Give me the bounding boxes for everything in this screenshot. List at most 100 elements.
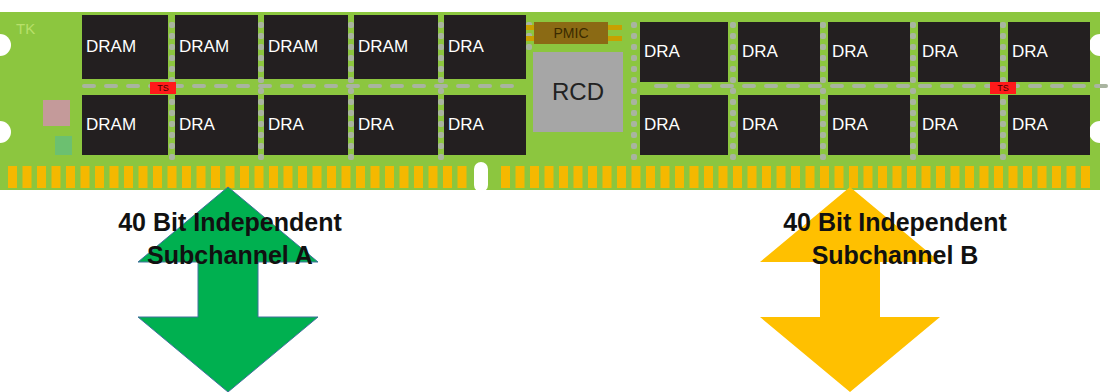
passive-dot [500, 84, 514, 88]
passive-dot [820, 154, 826, 160]
passive-dot [526, 44, 532, 50]
passive-dot [910, 154, 916, 160]
dram-chip: DRA [444, 95, 526, 155]
passive-dot [82, 84, 96, 88]
gold-pin [574, 166, 583, 188]
passive-dot [456, 84, 470, 88]
dram-chip: DRA [175, 95, 258, 155]
passive-dot [1000, 121, 1006, 127]
passive-dot [302, 84, 316, 88]
gold-pin [893, 166, 902, 188]
dram-chip: DRA [354, 95, 438, 155]
gold-pin [371, 166, 380, 188]
gold-pin [429, 166, 438, 188]
gold-pin [124, 166, 133, 188]
passive-dot [940, 84, 954, 88]
key-notch [474, 162, 488, 192]
chip-label: DRA [1012, 115, 1048, 135]
gold-pin [81, 166, 90, 188]
passive-dot [910, 66, 916, 72]
passive-dot [910, 99, 916, 105]
passive-dot [1000, 154, 1006, 160]
gold-pin [994, 166, 1003, 188]
passive-dot [478, 84, 492, 88]
passive-dot [852, 84, 866, 88]
passive-dot [631, 88, 637, 94]
passive-dot [910, 77, 916, 83]
passive-dot [631, 99, 637, 105]
gold-pin [777, 166, 786, 188]
passive-dot [820, 143, 826, 149]
chip-label: DRA [742, 115, 778, 135]
passive-dot [1000, 44, 1006, 50]
passive-dot [918, 84, 932, 88]
dram-chip: DRA [828, 95, 910, 155]
passive-dot [820, 44, 826, 50]
passive-dot [910, 132, 916, 138]
passive-dot [346, 84, 360, 88]
gold-pin [8, 166, 17, 188]
board-notch [1089, 34, 1111, 56]
dram-chip: DRA [264, 95, 348, 155]
dram-chip: DRA [828, 22, 910, 82]
gold-pin [545, 166, 554, 188]
gold-pin [1052, 166, 1061, 188]
passive-dot [631, 143, 637, 149]
passive-dot [631, 22, 637, 28]
gold-pin [530, 166, 539, 188]
passive-dot [910, 88, 916, 94]
passive-dot [631, 110, 637, 116]
passive-dot [631, 44, 637, 50]
gold-pin [922, 166, 931, 188]
passive-dot [1028, 84, 1042, 88]
gold-pin [414, 166, 423, 188]
passive-dot [742, 84, 756, 88]
passive-dot [910, 33, 916, 39]
passive-dot [214, 84, 228, 88]
passive-dot [874, 84, 888, 88]
passive-dot [390, 84, 404, 88]
gold-pin [690, 166, 699, 188]
gold-pin [646, 166, 655, 188]
passive-dot [910, 44, 916, 50]
passive-dot [280, 84, 294, 88]
passive-dot [1000, 66, 1006, 72]
gold-pin [356, 166, 365, 188]
passive-dot [786, 84, 800, 88]
dram-chip: DRA [918, 95, 1000, 155]
passive-dot [820, 121, 826, 127]
chip-label: RCD [552, 78, 604, 106]
chip-label: DRA [742, 42, 778, 62]
gold-pin [1067, 166, 1076, 188]
passive-dot [1050, 84, 1064, 88]
board-notch [0, 121, 11, 143]
gold-pin [197, 166, 206, 188]
passive-dot [730, 121, 736, 127]
passive-dot [1000, 143, 1006, 149]
chip-label: TS [157, 83, 169, 93]
passive-dot [412, 84, 426, 88]
gold-pin [878, 166, 887, 188]
chip-label: DRA [448, 37, 484, 57]
chip-label: DRA [644, 115, 680, 135]
gold-pin [269, 166, 278, 188]
passive-dot [730, 55, 736, 61]
passive-dot [730, 44, 736, 50]
passive-dot [896, 84, 910, 88]
passive-dot [1000, 22, 1006, 28]
passive-dot [631, 33, 637, 39]
gold-pin [313, 166, 322, 188]
dram-chip: DRA [738, 22, 820, 82]
gold-pin [516, 166, 525, 188]
gold-pin [588, 166, 597, 188]
dram-chip: DRA [640, 22, 728, 82]
passive-dot [1000, 99, 1006, 105]
pad-part [43, 100, 70, 126]
passive-dot [631, 77, 637, 83]
board-notch [0, 34, 11, 56]
gold-pin [110, 166, 119, 188]
passive-dot [820, 88, 826, 94]
passive-dot [1000, 55, 1006, 61]
gold-pin [965, 166, 974, 188]
gold-pin [632, 166, 641, 188]
